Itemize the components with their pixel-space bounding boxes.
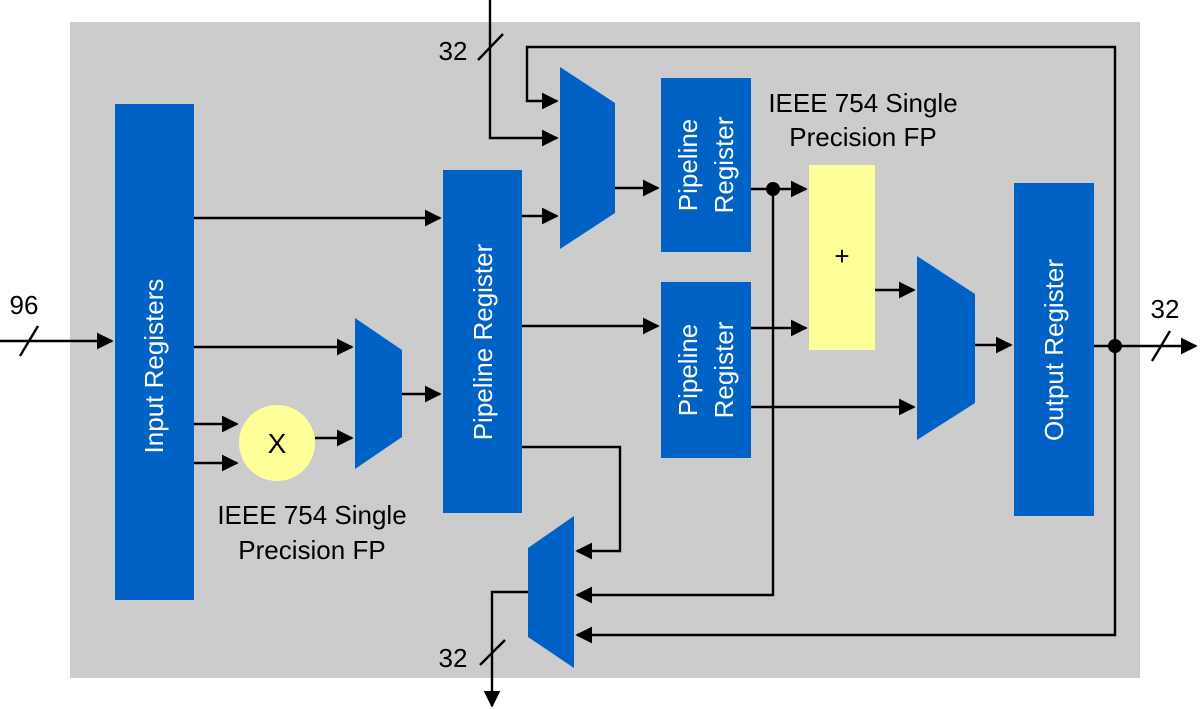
bottom-bus-wire: [483, 590, 528, 708]
output-bus-width: 32: [1151, 294, 1180, 324]
adder-symbol: +: [834, 241, 849, 271]
mux-bottom: [528, 516, 574, 668]
pipeline-register-top-label-2: Register: [709, 116, 739, 213]
mux-right: [917, 256, 975, 440]
wire-reg-top-to-mux-bottom: [575, 189, 775, 604]
adder-block: [809, 165, 875, 350]
mux-left: [355, 318, 402, 469]
multiplier-circle: [239, 405, 315, 481]
pipeline-register-top-label-1: Pipeline: [673, 119, 703, 212]
mux-top: [560, 67, 615, 249]
pipeline-register-mid-block: [661, 282, 751, 458]
output-register-label: Output Register: [1039, 259, 1069, 441]
output-bus-slash: [1150, 330, 1172, 362]
bottom-bus-width: 32: [439, 643, 468, 673]
top-bus-slash: [477, 33, 504, 61]
multiplier-symbol: X: [268, 428, 287, 459]
pipeline-register-mid-label-2: Register: [709, 321, 739, 418]
bottom-bus-slash: [479, 639, 506, 666]
wire-output-to-mux-bottom: [575, 346, 1117, 644]
wire-pipeline-to-mux-bottom: [522, 445, 622, 560]
wire-feedback-to-mux-top: [525, 45, 1117, 346]
input-bus-slash: [18, 325, 40, 357]
input-bus-width: 96: [10, 290, 39, 320]
pipeline-register-main-label: Pipeline Register: [468, 243, 498, 440]
adder-caption-line-2: Precision FP: [789, 122, 936, 152]
pipeline-register-mid-label-1: Pipeline: [673, 324, 703, 417]
input-registers-block: [115, 104, 194, 600]
pipeline-register-top-block: [661, 78, 751, 252]
pipeline-register-main-block: [443, 170, 522, 513]
output-register-block: [1014, 183, 1094, 516]
multiplier-caption-line-1: IEEE 754 Single: [217, 500, 406, 530]
multiplier-caption-line-2: Precision FP: [238, 535, 385, 565]
input-registers-label: Input Registers: [139, 279, 169, 454]
top-bus-width: 32: [439, 36, 468, 66]
adder-caption-line-1: IEEE 754 Single: [768, 88, 957, 118]
